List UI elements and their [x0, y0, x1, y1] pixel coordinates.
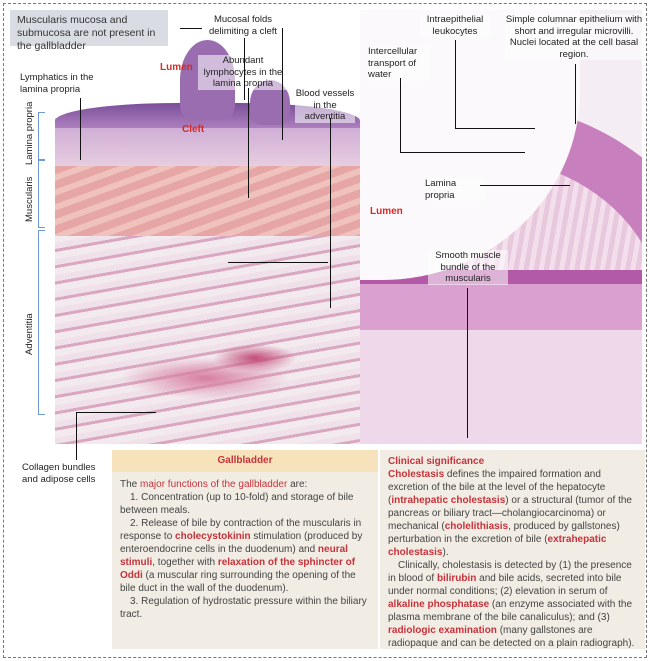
bracket-adventitia — [38, 230, 45, 415]
gallbladder-title: Gallbladder — [112, 450, 378, 472]
function-1: 1. Concentration (up to 10-fold) and sto… — [120, 492, 354, 516]
label-lumen-right: Lumen — [370, 206, 403, 217]
epithelium-micrograph — [360, 10, 642, 444]
label-lymphatics: Lymphatics in the lamina propria — [20, 72, 120, 95]
clinical-title: Clinical significance — [388, 456, 485, 467]
clinical-paragraph-2: Clinically, cholestasis is detected by (… — [388, 560, 635, 649]
label-intercellular: Intercellular transport of water — [368, 46, 430, 81]
function-2: 2. Release of bile by contraction of the… — [120, 518, 363, 594]
label-lamina-propria: Lamina propria — [24, 101, 35, 165]
label-mucosal-folds: Mucosal folds delimiting a cleft — [198, 14, 288, 37]
note-box: Muscularis mucosa and submucosa are not … — [10, 10, 168, 52]
gallbladder-functions-box: Gallbladder The major functions of the g… — [112, 450, 378, 649]
bracket-muscularis — [38, 160, 45, 228]
figure-frame — [3, 3, 647, 658]
label-blood-vessels: Blood vessels in the adventitia — [295, 88, 355, 123]
label-cleft: Cleft — [182, 124, 205, 135]
clinical-paragraph-1: Cholestasis defines the impaired formati… — [388, 469, 632, 558]
clinical-significance-box: Clinical significance Cholestasis define… — [380, 450, 645, 649]
function-3: 3. Regulation of hydrostatic pressure wi… — [120, 596, 367, 620]
label-lumen-left: Lumen — [160, 62, 193, 73]
label-lamina-propria-right: Lamina propria — [425, 178, 485, 201]
label-simple-columnar: Simple columnar epithelium with short an… — [505, 14, 643, 60]
label-collagen: Collagen bundles and adipose cells — [22, 462, 96, 485]
label-abundant-lymphocytes: Abundant lymphocytes in the lamina propr… — [198, 55, 288, 90]
functions-intro: The major functions of the gallbladder a… — [120, 479, 308, 490]
label-muscularis: Muscularis — [24, 176, 35, 222]
label-intraepithelial: Intraepithelial leukocytes — [420, 14, 490, 37]
label-adventitia: Adventitia — [24, 313, 35, 355]
label-smooth-muscle: Smooth muscle bundle of the muscularis — [428, 250, 508, 285]
bracket-lamina-propria — [38, 112, 45, 160]
